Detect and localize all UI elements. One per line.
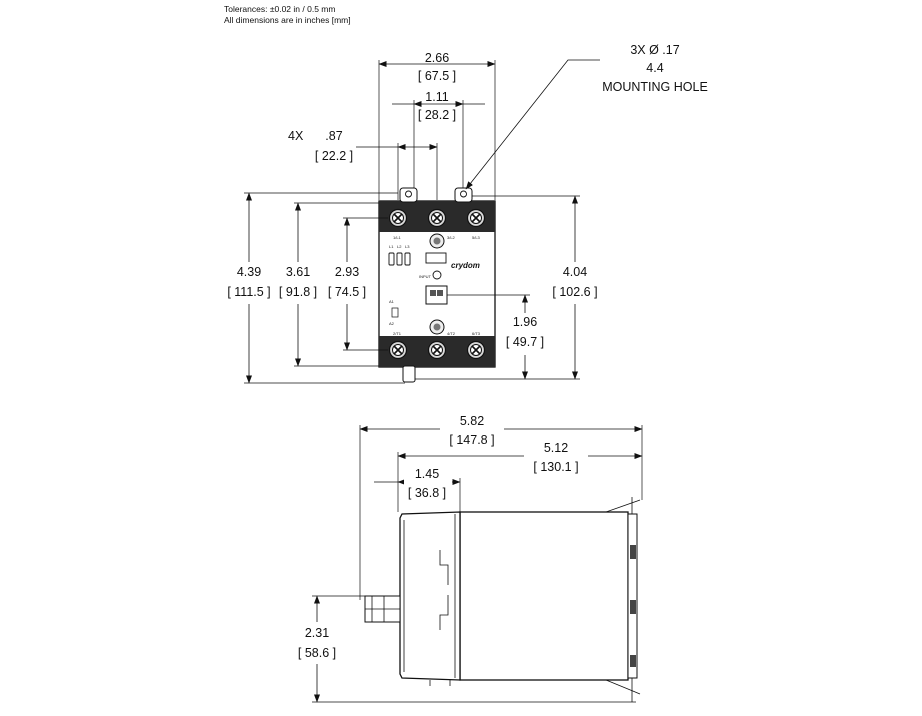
note-mounting-hole: MOUNTING HOLE — [602, 80, 708, 94]
units-note: All dimensions are in inches [mm] — [224, 15, 351, 25]
dim-terminal-span-mm: [ 74.5 ] — [328, 285, 366, 299]
dim-rail-height-mm: [ 58.6 ] — [298, 646, 336, 660]
terminal-label: 6/T3 — [472, 331, 481, 336]
dim-overall-width-mm: [ 67.5 ] — [418, 69, 456, 83]
dim-body-height: 3.61 — [286, 265, 310, 279]
input-label: INPUT — [419, 274, 432, 279]
svg-text:L1: L1 — [389, 244, 394, 249]
dim-control-height: 1.96 — [513, 315, 537, 329]
dim-overall-height-mm: [ 111.5 ] — [227, 285, 270, 299]
dim-body-depth-mm: [ 130.1 ] — [533, 460, 578, 474]
screw-terminal-icon — [466, 208, 486, 228]
dim-terminal-span: 2.93 — [335, 265, 359, 279]
terminal-label: 3/L2 — [447, 235, 456, 240]
control-connector — [425, 285, 448, 305]
side-view: 5.82 [ 147.8 ] 5.12 [ 130.1 ] 1.45 [ 36.… — [294, 410, 643, 703]
terminal-label: 2/T1 — [393, 331, 402, 336]
control-label-a2: A2 — [389, 321, 395, 326]
side-body — [459, 511, 629, 681]
dim-4x-pitch: .87 — [325, 129, 342, 143]
mounting-tab-bottom — [402, 365, 416, 383]
svg-text:L2: L2 — [397, 244, 402, 249]
screw-terminal-icon — [466, 340, 486, 360]
drawing-notes: Tolerances: ±0.02 in / 0.5 mm All dimens… — [224, 4, 351, 26]
dim-overall-height: 4.39 — [237, 265, 261, 279]
dim-mount-height: 4.04 — [563, 265, 587, 279]
dim-mount-height-mm: [ 102.6 ] — [552, 285, 597, 299]
din-rail-clip — [627, 513, 638, 679]
dim-terminal-pitch: 1.11 — [425, 90, 448, 104]
screw-terminal-icon — [388, 208, 408, 228]
dim-body-depth: 5.12 — [544, 441, 568, 455]
note-mounting-hole-mm: 4.4 — [646, 61, 663, 75]
dim-overall-depth-mm: [ 147.8 ] — [449, 433, 494, 447]
dim-rail-height: 2.31 — [305, 626, 329, 640]
dim-cover-depth-mm: [ 36.8 ] — [408, 486, 446, 500]
led-indicators: L1 L2 L3 — [388, 244, 411, 266]
tolerance-note: Tolerances: ±0.02 in / 0.5 mm — [224, 4, 336, 14]
terminal-label: 1/L1 — [393, 235, 402, 240]
dim-control-height-mm: [ 49.7 ] — [506, 335, 544, 349]
screw-terminal-icon — [427, 208, 447, 228]
screw-terminal-icon — [427, 340, 447, 360]
svg-text:L3: L3 — [405, 244, 410, 249]
dim-overall-width: 2.66 — [425, 51, 449, 65]
label-window — [425, 252, 447, 264]
control-label-a1: A1 — [389, 299, 395, 304]
front-view: 1/L1 3/L2 5/L3 2/T1 4/T2 6/T3 L1 L2 L3 c… — [225, 43, 708, 384]
dim-4x-pitch-mm: [ 22.2 ] — [315, 149, 353, 163]
brand-logo: crydom — [451, 261, 480, 270]
side-cover — [399, 511, 461, 681]
note-mounting-hole-qty: 3X Ø .17 — [630, 43, 679, 57]
screw-terminal-icon — [388, 340, 408, 360]
dim-cover-depth: 1.45 — [415, 467, 439, 481]
dim-terminal-pitch-mm: [ 28.2 ] — [418, 108, 456, 122]
terminal-label: 4/T2 — [447, 331, 456, 336]
terminal-label: 5/L3 — [472, 235, 481, 240]
dim-body-height-mm: [ 91.8 ] — [279, 285, 317, 299]
dim-4x-qty: 4X — [288, 129, 304, 143]
dim-overall-depth: 5.82 — [460, 414, 484, 428]
